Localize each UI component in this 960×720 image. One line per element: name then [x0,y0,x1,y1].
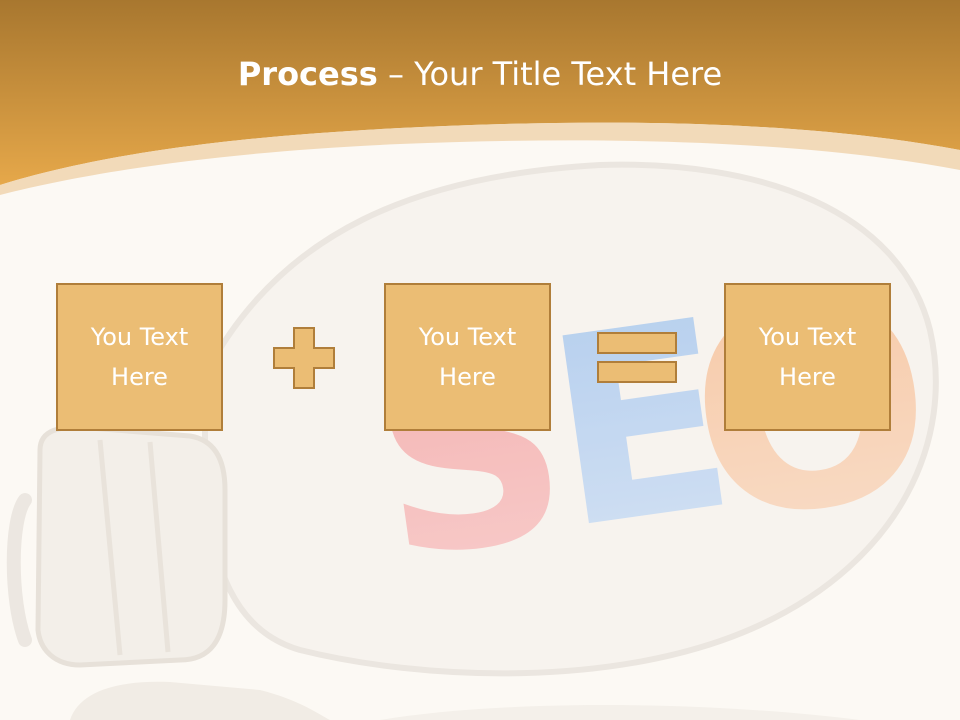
seo-letter-e: E [532,264,750,588]
equals-icon [597,332,677,383]
process-box-3[interactable]: You Text Here [724,283,891,431]
header-band [0,0,960,185]
title-bold: Process [237,55,378,93]
process-box-3-label: You Text Here [758,323,857,391]
plus-icon [273,327,335,389]
slide-title: Process – Your Title Text Here [0,52,960,96]
process-box-1[interactable]: You Text Here [56,283,223,431]
process-box-1-label: You Text Here [90,323,189,391]
process-box-2[interactable]: You Text Here [384,283,551,431]
process-box-2-label: You Text Here [418,323,517,391]
header-wave-light [0,122,960,195]
title-rest: – Your Title Text Here [377,55,723,93]
